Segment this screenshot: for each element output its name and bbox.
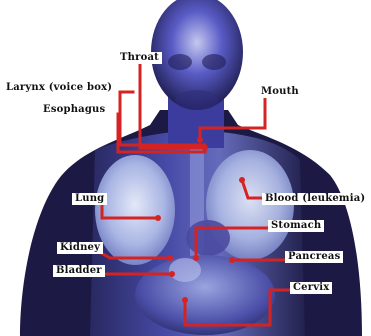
- abdomen-shape: [135, 255, 275, 335]
- head-shadow-left: [168, 54, 192, 70]
- throat-point: [202, 145, 208, 151]
- stomach-point: [193, 255, 199, 261]
- left-lung-shape: [95, 155, 175, 265]
- pancreas-point: [229, 257, 235, 263]
- lung-label: Lung: [72, 193, 107, 205]
- stomach-label: Stomach: [268, 220, 324, 232]
- heart-shape: [186, 220, 230, 256]
- mouth-label: Mouth: [258, 86, 302, 98]
- cervix-label: Cervix: [290, 282, 332, 294]
- blood-point: [239, 177, 245, 183]
- jaw-shadow: [175, 90, 219, 110]
- esophagus-label: Esophagus: [40, 104, 108, 116]
- blood-label: Blood (leukemia): [262, 193, 368, 205]
- kidney-point: [167, 255, 173, 261]
- kidney-shape: [169, 258, 201, 282]
- throat-label: Throat: [117, 52, 162, 64]
- head-shadow-right: [202, 54, 226, 70]
- bladder-label: Bladder: [53, 265, 105, 277]
- cervix-point: [182, 297, 188, 303]
- bladder-point: [169, 271, 175, 277]
- mouth-point: [197, 137, 203, 143]
- lung-point: [155, 215, 161, 221]
- pancreas-label: Pancreas: [285, 251, 343, 263]
- larynx-label: Larynx (voice box): [3, 82, 115, 94]
- kidney-label: Kidney: [57, 242, 103, 254]
